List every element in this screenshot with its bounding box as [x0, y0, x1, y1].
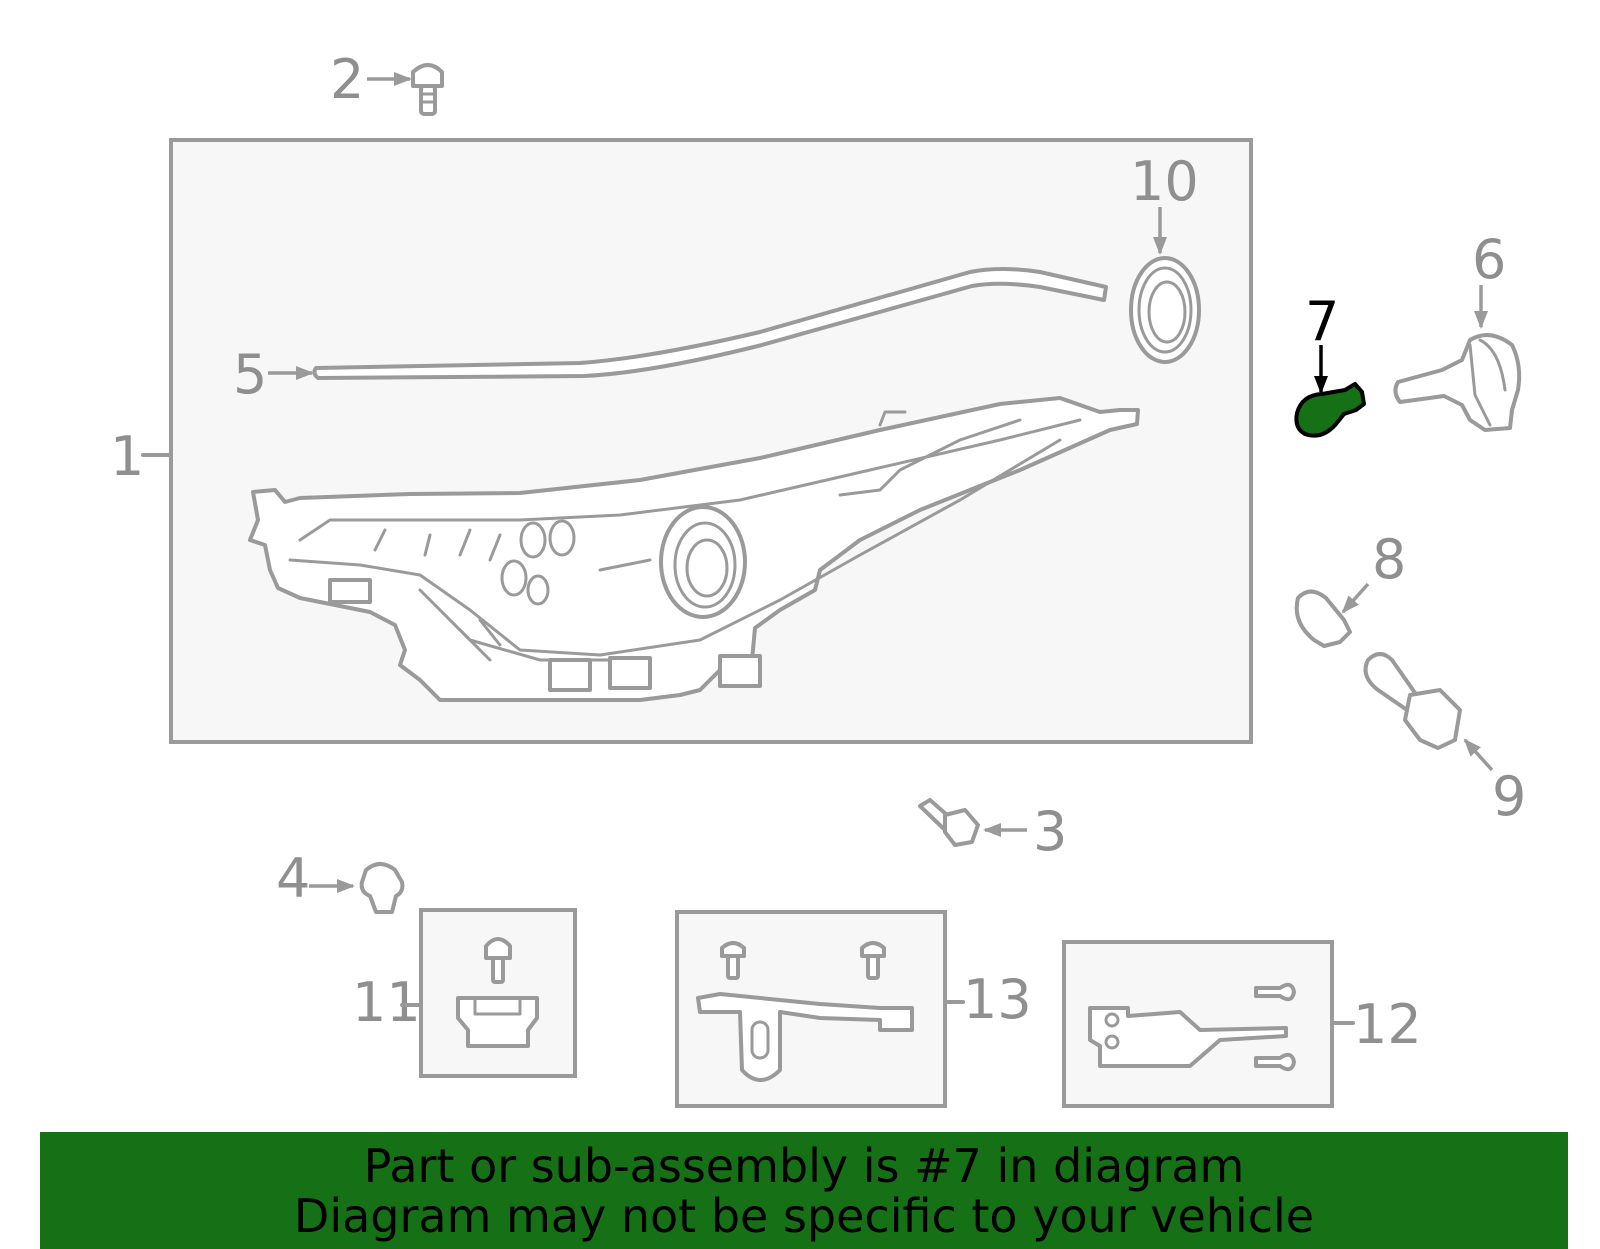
callout-2: 2 [330, 48, 364, 111]
bulb-socket-part-9 [1363, 652, 1462, 750]
callout-7: 7 [1305, 290, 1339, 353]
callout-10: 10 [1130, 150, 1199, 213]
clip-part-4 [359, 862, 405, 914]
banner-line-part-number: Part or sub-assembly is #7 in diagram [363, 1138, 1245, 1193]
banner-line-disclaimer: Diagram may not be specific to your vehi… [293, 1188, 1315, 1243]
callout-9: 9 [1492, 765, 1526, 828]
bolt-part-2 [411, 63, 444, 116]
headlamp-housing-part-1 [248, 396, 1140, 702]
wedge-bulb-part-8 [1294, 589, 1352, 648]
leader-8 [1341, 582, 1370, 614]
callout-1: 1 [110, 425, 144, 488]
bolt-part-3 [918, 798, 980, 847]
seal-ring-part-10 [1129, 256, 1201, 364]
callout-6: 6 [1472, 228, 1506, 291]
callout-11: 11 [352, 971, 421, 1034]
info-banner: Part or sub-assembly is #7 in diagram Di… [40, 1132, 1568, 1249]
bulb-part-7 [1294, 382, 1366, 438]
callout-3: 3 [1033, 800, 1067, 863]
callout-13: 13 [963, 968, 1032, 1031]
headlamp-bulb-part-6 [1393, 333, 1522, 432]
bracket-part-13 [696, 941, 914, 1082]
bracket-part-11 [456, 937, 539, 1048]
trim-strip-part-5 [312, 267, 1108, 380]
bracket-part-12 [1088, 982, 1296, 1072]
callout-8: 8 [1372, 528, 1406, 591]
leader-9 [1463, 738, 1494, 772]
callout-5: 5 [233, 343, 267, 406]
kit-box-part-11 [419, 908, 577, 1078]
callout-4: 4 [276, 847, 310, 910]
callout-12: 12 [1353, 993, 1422, 1056]
